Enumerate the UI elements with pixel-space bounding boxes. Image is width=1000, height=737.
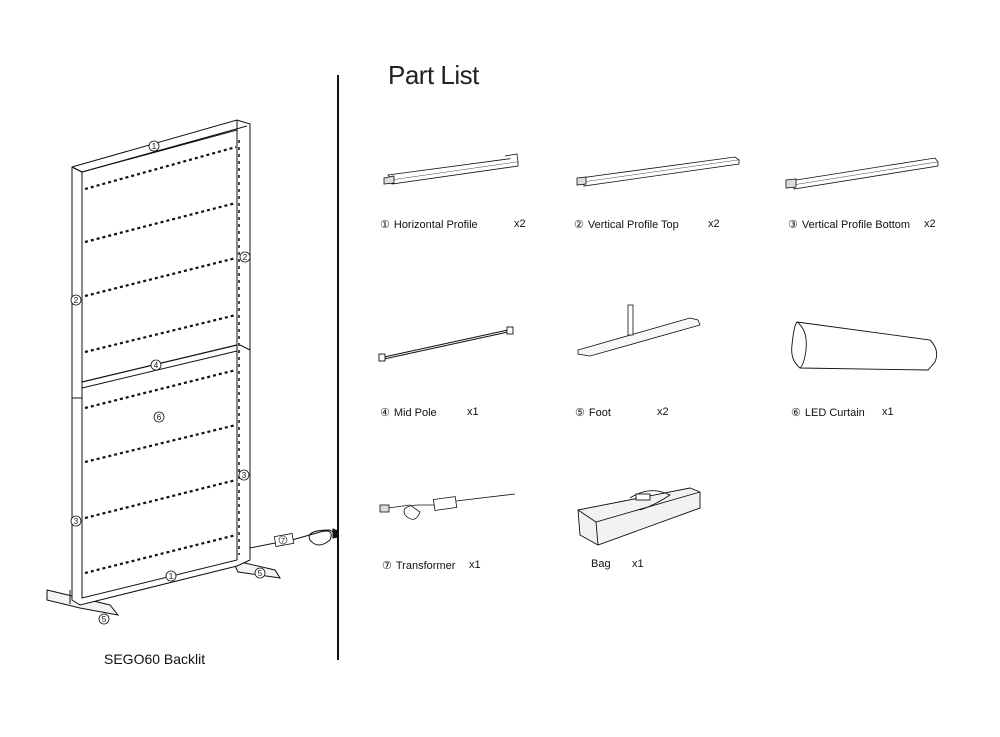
part-qty: x2 <box>657 406 669 418</box>
part-number: ① <box>380 219 390 231</box>
callout-1-top: 1 <box>152 142 157 151</box>
callout-circle <box>150 359 162 371</box>
callout-circle <box>239 251 251 263</box>
bag-drawing <box>577 487 701 546</box>
vertical-profile-bottom-drawing <box>785 157 939 190</box>
right-foot-drawing <box>231 559 281 579</box>
part-number: ② <box>574 219 584 231</box>
callout-4: 4 <box>154 361 159 370</box>
transformer-box-drawing: 7 <box>273 533 295 547</box>
callout-7: 7 <box>281 538 285 545</box>
part-number: ④ <box>380 407 390 419</box>
part-qty: x1 <box>632 558 644 570</box>
callout-circle <box>238 469 250 481</box>
callout-3-left: 3 <box>74 517 79 526</box>
part-name: Transformer <box>395 560 456 572</box>
part-name: Vertical Profile Bottom <box>801 219 911 231</box>
horizontal-profile-drawing <box>383 153 519 185</box>
part-number: ⑥ <box>791 407 801 419</box>
part-name: Mid Pole <box>393 407 437 419</box>
mid-pole-drawing <box>378 326 514 362</box>
callout-circle <box>70 515 82 527</box>
part-qty: x2 <box>514 218 526 230</box>
divider-line <box>337 75 339 660</box>
part-label-bag: Bag x1 <box>591 558 661 570</box>
callout-1-bottom: 1 <box>169 572 174 581</box>
callout-circle <box>98 613 110 625</box>
callout-5-left: 5 <box>102 615 107 624</box>
callout-circle <box>165 570 177 582</box>
callout-circle <box>148 140 160 152</box>
callout-3-right: 3 <box>242 471 247 480</box>
part-number: ⑦ <box>382 560 392 572</box>
callout-circle <box>153 411 165 423</box>
callout-circle <box>70 294 82 306</box>
transformer-cable-drawing <box>249 528 339 549</box>
foot-drawing <box>577 304 701 357</box>
led-curtain-drawing <box>791 321 938 371</box>
part-qty: x1 <box>467 406 479 418</box>
led-strips <box>84 145 237 575</box>
part-qty: x2 <box>708 218 720 230</box>
callout-6: 6 <box>157 413 162 422</box>
part-name: Vertical Profile Top <box>587 219 679 231</box>
part-name: Foot <box>588 407 611 419</box>
part-number: ⑤ <box>575 407 585 419</box>
callout-5-right: 5 <box>258 569 263 578</box>
assembly-caption: SEGO60 Backlit <box>104 651 206 667</box>
part-qty: x1 <box>469 559 481 571</box>
part-qty: x1 <box>882 406 894 418</box>
callout-circle <box>254 567 266 579</box>
transformer-drawing <box>379 493 516 520</box>
part-name: LED Curtain <box>804 407 865 419</box>
callout-2-right: 2 <box>243 253 248 262</box>
part-qty: x2 <box>924 218 936 230</box>
part-list-title: Part List <box>388 60 479 90</box>
callout-2-left: 2 <box>74 296 79 305</box>
frame-outline <box>71 119 251 606</box>
part-number: ③ <box>788 219 798 231</box>
part-name: Horizontal Profile <box>393 219 478 231</box>
part-name: Bag <box>591 558 611 570</box>
vertical-profile-top-drawing <box>576 156 741 187</box>
